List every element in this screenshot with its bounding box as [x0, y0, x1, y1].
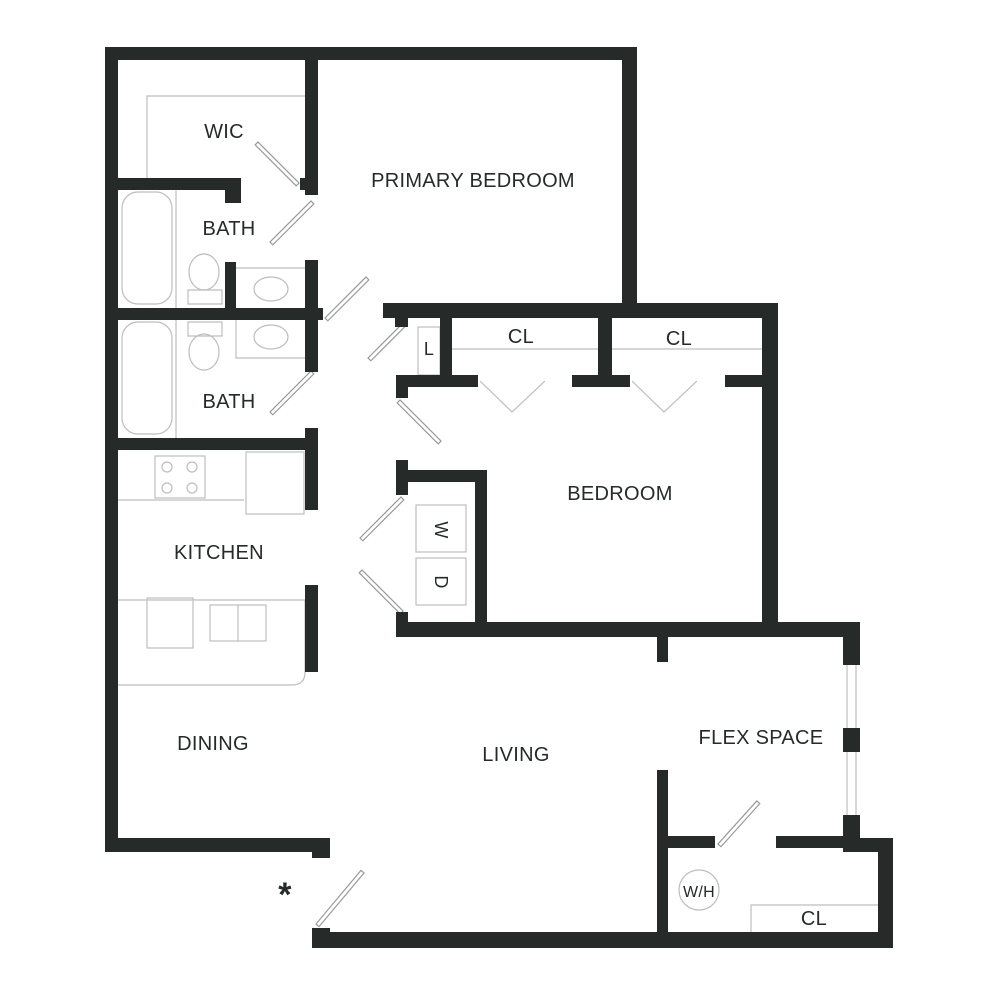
- wall-segment: [305, 428, 318, 510]
- lower-counter: [118, 599, 306, 686]
- fixtures: [118, 95, 878, 932]
- stove: [154, 455, 206, 499]
- label-flex-space: FLEX SPACE: [699, 727, 824, 749]
- wall-segment: [105, 308, 323, 320]
- wall-segment: [878, 838, 893, 948]
- wall-segment: [396, 622, 860, 637]
- toilet-2: [188, 333, 220, 371]
- refrigerator: [245, 451, 305, 515]
- label-linen: L: [424, 339, 434, 359]
- sink-1: [253, 276, 289, 302]
- wall-segment: [225, 178, 241, 203]
- door-swing: [367, 320, 409, 362]
- wall-segment: [762, 303, 778, 628]
- label-primary-bedroom: PRIMARY BEDROOM: [371, 170, 575, 192]
- label-kitchen: KITCHEN: [174, 542, 264, 564]
- wall-segment: [396, 612, 408, 637]
- label-wic: WIC: [204, 121, 244, 143]
- door-swing: [315, 869, 365, 928]
- wall-segment: [312, 928, 330, 948]
- wic-shelf: [146, 95, 305, 178]
- wall-segment: [776, 836, 860, 848]
- door-swing: [269, 200, 315, 246]
- wall-segment: [300, 178, 318, 190]
- wall-segment: [105, 838, 330, 852]
- walls: [105, 47, 893, 948]
- wall-segment: [105, 47, 637, 60]
- label-bedroom: BEDROOM: [567, 483, 672, 505]
- toilet-1: [188, 253, 220, 291]
- label-closet-2: CL: [666, 328, 692, 350]
- wall-segment: [843, 622, 860, 665]
- door-swing: [324, 276, 370, 322]
- wall-segment: [395, 303, 408, 327]
- wall-segment: [383, 303, 778, 318]
- wall-segment: [225, 262, 236, 312]
- label-water-heater: W/H: [683, 884, 715, 901]
- sink-2: [253, 324, 289, 350]
- wall-segment: [440, 303, 452, 387]
- label-closet-1: CL: [508, 326, 534, 348]
- wall-segment: [396, 470, 487, 482]
- toilet-tanks: [187, 289, 223, 337]
- vanities: [235, 267, 305, 359]
- wall-segment: [105, 438, 318, 450]
- label-closet-3: CL: [801, 908, 827, 930]
- doors: [254, 141, 761, 928]
- stove-burners: [161, 461, 198, 494]
- door-swing: [254, 141, 300, 187]
- label-living: LIVING: [482, 744, 549, 766]
- door-swing: [269, 370, 315, 416]
- bathtub-2: [121, 321, 173, 435]
- wall-segment: [657, 836, 715, 848]
- flex-window: [846, 665, 857, 815]
- dishwasher: [146, 597, 194, 649]
- flex-closet-shelf: [750, 904, 878, 932]
- label-bath-1: BATH: [202, 218, 255, 240]
- washer: [415, 504, 467, 553]
- wall-segment: [475, 470, 487, 628]
- bathtub-1: [121, 191, 173, 305]
- dryer: [415, 557, 467, 606]
- label-dining: DINING: [177, 733, 249, 755]
- wall-segment: [598, 303, 612, 387]
- entry-marker: *: [278, 876, 292, 914]
- door-swing: [358, 569, 404, 615]
- wall-segment: [396, 375, 408, 398]
- label-washer: W: [431, 521, 451, 538]
- wall-segment: [305, 60, 318, 195]
- door-swing: [359, 496, 405, 542]
- wall-segment: [657, 770, 668, 948]
- wall-segment: [396, 375, 478, 387]
- wall-segment: [725, 375, 778, 387]
- water-heater: [678, 869, 720, 911]
- label-dryer: D: [431, 575, 451, 588]
- wall-segment: [312, 932, 893, 948]
- door-swing: [717, 800, 761, 848]
- wall-segment: [105, 178, 241, 190]
- wall-segment: [572, 375, 630, 387]
- bifold-door-2: [631, 380, 698, 413]
- wall-segment: [843, 728, 860, 752]
- wall-segment: [305, 585, 318, 672]
- wall-segment: [312, 838, 330, 858]
- wall-segment: [622, 47, 637, 318]
- wall-segment: [657, 637, 668, 662]
- door-swing: [396, 399, 442, 445]
- label-bath-2: BATH: [202, 391, 255, 413]
- bifold-door-1: [479, 380, 546, 413]
- room-labels: WIC PRIMARY BEDROOM BATH BATH L CL CL BE…: [174, 121, 827, 930]
